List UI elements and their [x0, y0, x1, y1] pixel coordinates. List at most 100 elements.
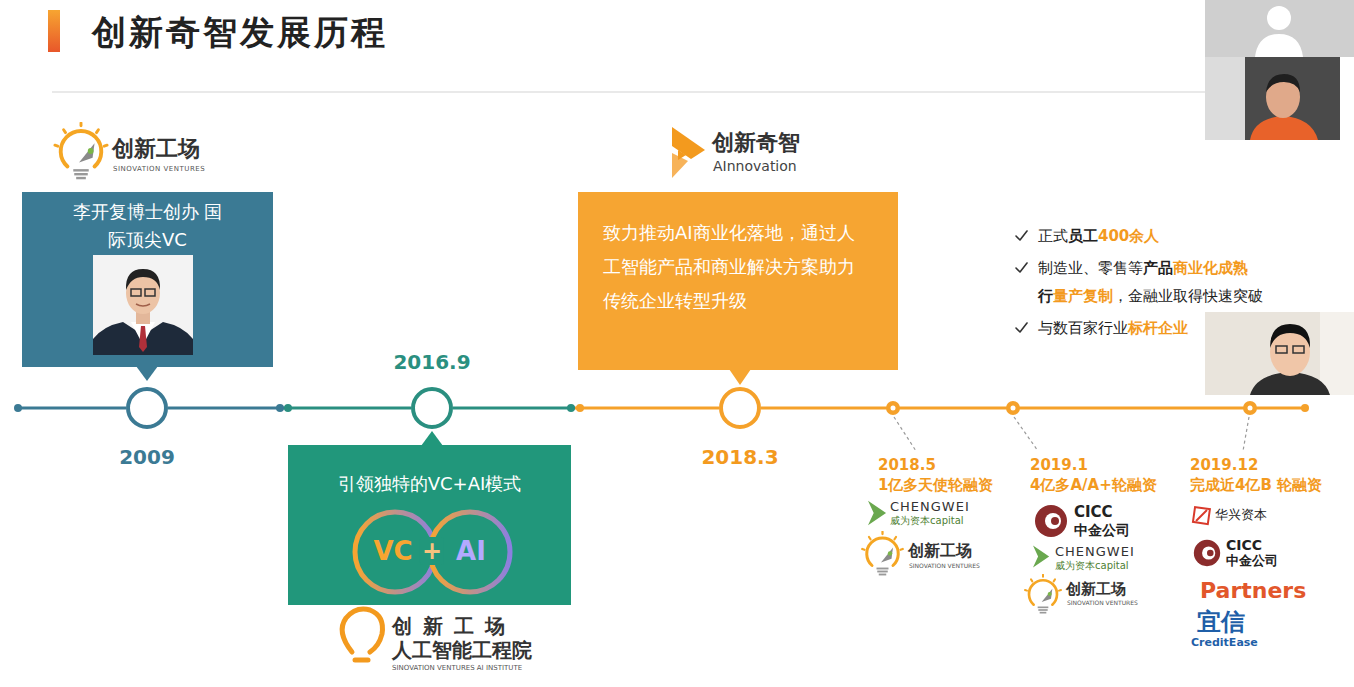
founder-photo	[93, 255, 193, 355]
investor-name: CHENGWEI	[890, 499, 970, 515]
timeline	[18, 407, 126, 410]
sinovation-logo	[1025, 575, 1061, 613]
check-mark	[1016, 231, 1027, 240]
pointer-tail	[729, 369, 751, 385]
timeline-dot	[14, 404, 22, 412]
pointer-tail	[136, 366, 158, 381]
logo-text: AInnovation	[713, 158, 797, 175]
investor-name: 中金公司	[1226, 553, 1278, 569]
logo-text: VC	[373, 536, 412, 567]
logo-text: 创新工场	[112, 136, 200, 162]
sinovation-logo	[862, 532, 903, 575]
founder-photo	[93, 322, 193, 355]
year-text-group: 2018.3	[701, 445, 778, 469]
checklist-text: 产品	[1143, 259, 1173, 277]
timeline-dot	[576, 404, 584, 412]
investor-name: SINOVATION VENTURES	[1067, 599, 1138, 606]
investor-name: CICC	[1074, 503, 1113, 521]
video-tile	[1266, 74, 1300, 92]
checklist-text: 行	[1038, 287, 1053, 305]
video-tile	[1267, 6, 1291, 30]
funding-text: 2019.1	[1030, 456, 1088, 474]
circle-outline	[413, 389, 451, 427]
checklist-line: 正式员工400余人	[1038, 227, 1159, 245]
year-text-group: 2009	[119, 445, 175, 469]
checklist-text: 400余人	[1098, 227, 1159, 245]
box-text-group: 致力推动AI商业化落地，通过人工智能产品和商业解决方案助力传统企业转型升级	[603, 216, 865, 318]
year-text: 2016.9	[393, 350, 470, 374]
founder-photo	[145, 289, 155, 296]
video-tile	[1205, 57, 1340, 140]
logo-text: SINOVATION VENTURES	[113, 165, 205, 173]
checklist-text: 正式	[1038, 227, 1068, 245]
leader-line	[1014, 417, 1038, 451]
logo-text: 创 新 工 场	[392, 614, 507, 638]
logo-text: SINOVATION VENTURES AI INSTITUTE	[392, 664, 522, 672]
logo-text: 创新奇智	[712, 130, 800, 156]
investor-name: 华兴资本	[1215, 507, 1267, 523]
checklist-text: 商业化成熟	[1173, 259, 1248, 277]
video-tile	[1205, 0, 1354, 57]
ai-institute-logo	[355, 658, 368, 663]
sinovation-logo	[55, 123, 107, 178]
funding-text: 4亿多A/A+轮融资	[1030, 476, 1157, 494]
checklist-line: 行量产复制，金融业取得快速突破	[1038, 287, 1263, 305]
funding-dot	[1011, 406, 1016, 411]
timeline	[761, 407, 1305, 410]
year-text: 2018.3	[701, 445, 778, 469]
checklist-text: 标杆企业	[1128, 319, 1188, 337]
ai-institute-logo	[342, 609, 382, 652]
video-tile	[1270, 324, 1310, 348]
funding-text: 2018.5	[878, 456, 936, 474]
video-tile	[1276, 346, 1287, 353]
model-box: 引领独特的VC+AI模式	[288, 445, 571, 605]
funding-dot	[1243, 401, 1257, 415]
checklist-text: 与数百家行业	[1038, 319, 1128, 337]
investor-name: 宜信	[1197, 608, 1245, 637]
circle-outline	[128, 389, 166, 427]
ainnovation-logo	[672, 127, 705, 159]
video-tile	[1205, 0, 1354, 57]
timeline-dot	[276, 404, 284, 412]
checklist-line: 制造业、零售等产品商业化成熟	[1038, 259, 1248, 277]
logo-text: AI	[456, 536, 486, 567]
checklist-text: ，金融业取得快速突破	[1113, 287, 1263, 305]
checklist-line: 与数百家行业标杆企业	[1038, 319, 1188, 337]
founder-photo	[126, 269, 160, 290]
investor-name: SINOVATION VENTURES	[909, 562, 980, 569]
timeline-dot	[1301, 404, 1309, 412]
milestone-circle: 2016.9	[411, 387, 453, 429]
check-mark	[1016, 323, 1027, 332]
year-text-group: 2016.9	[393, 350, 470, 374]
video-tile	[1293, 346, 1304, 353]
box-text-group: 李开复博士创办 国际顶尖VC	[72, 198, 223, 254]
investor-name: CHENGWEI	[1055, 544, 1135, 560]
video-tile	[1205, 57, 1245, 140]
video-tile	[1255, 34, 1303, 57]
milestone-circle: 2018.3	[719, 387, 761, 429]
pointer-tail	[421, 431, 443, 446]
circle-outline	[719, 387, 761, 429]
video-tile	[1320, 312, 1354, 395]
leader-line	[1243, 417, 1249, 451]
timeline-segment	[453, 407, 719, 410]
circle-outline	[126, 387, 168, 429]
milestone-circle: 2009	[126, 387, 168, 429]
huaxing-logo	[1196, 510, 1207, 521]
huaxing-logo	[1193, 507, 1210, 524]
box-text-group: 引领独特的VC+AI模式	[298, 471, 561, 497]
cicc-logo	[1035, 505, 1067, 537]
leader-line	[894, 417, 916, 451]
founder-photo	[131, 289, 141, 296]
check-mark	[1016, 231, 1027, 332]
ainnovation-logo	[678, 150, 686, 160]
investor-name: 创新工场	[908, 541, 972, 560]
funding-text: 完成近4亿B 轮融资	[1190, 476, 1322, 494]
box-text: 李开复博士创办 国际顶尖VC	[72, 198, 223, 254]
mission-box: 致力推动AI商业化落地，通过人工智能产品和商业解决方案助力传统企业转型升级	[578, 192, 898, 370]
title-bar	[48, 10, 60, 52]
check-mark	[1016, 263, 1027, 272]
ainnovation-logo	[672, 127, 705, 178]
box-text: 致力推动AI商业化落地，通过人工智能产品和商业解决方案助力传统企业转型升级	[603, 216, 865, 318]
